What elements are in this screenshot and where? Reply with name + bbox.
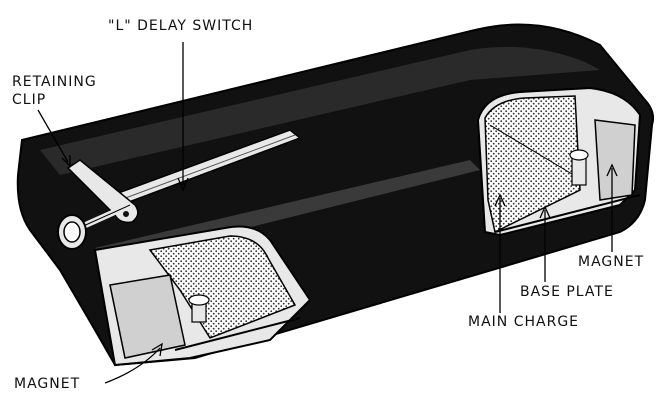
right-main-charge (484, 95, 581, 234)
label-delay-switch: "L" DELAY SWITCH (108, 18, 254, 34)
left-main-charge (148, 235, 297, 339)
label-retaining-clip-line1: RETAINING (12, 74, 97, 90)
leader-magnet-left (104, 347, 161, 384)
label-retaining-clip-line2: CLIP (12, 92, 47, 108)
label-base-plate: BASE PLATE (520, 284, 614, 300)
label-magnet-left: MAGNET (14, 376, 81, 392)
leader-retaining-clip (37, 109, 69, 163)
case-highlight (40, 46, 600, 175)
label-main-charge: MAIN CHARGE (468, 314, 580, 330)
right-base-plate (494, 194, 641, 233)
right-magnet (594, 119, 636, 201)
label-magnet-right: MAGNET (578, 254, 645, 270)
